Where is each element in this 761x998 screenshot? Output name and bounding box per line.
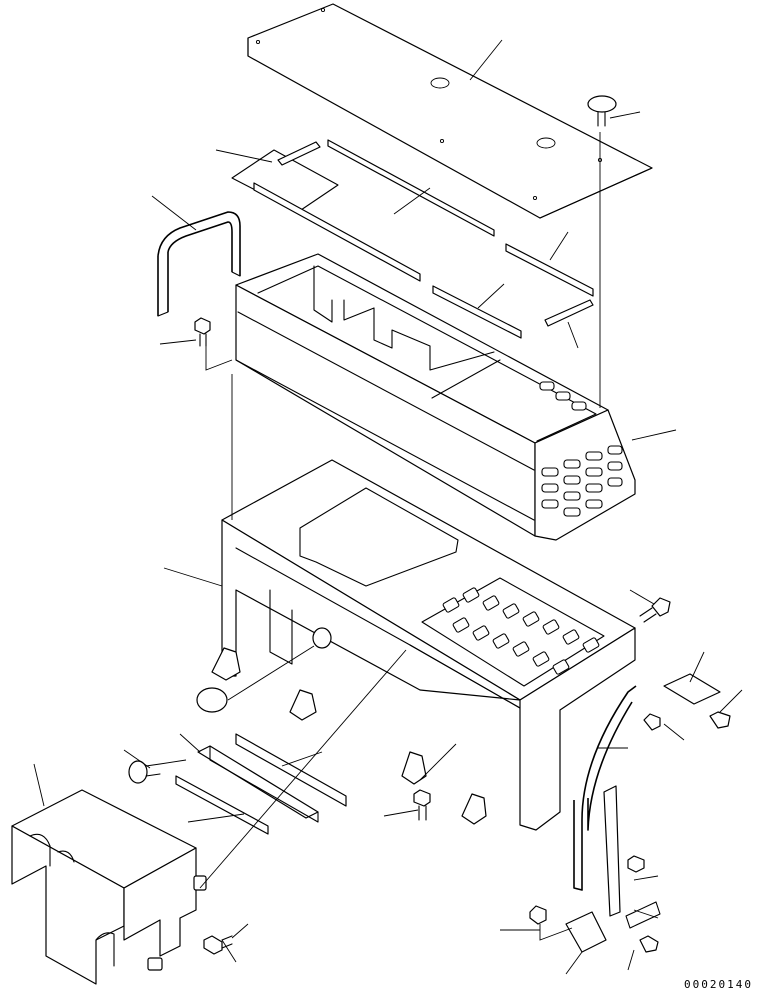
plug-caps	[197, 628, 331, 712]
right-side-stay	[566, 674, 720, 952]
main-frame	[212, 460, 635, 830]
bolt-lower-left	[204, 936, 232, 954]
lower-left-cover	[12, 790, 206, 984]
grille	[422, 578, 604, 686]
bolt-right-mid	[644, 712, 730, 730]
leader-lines	[34, 40, 742, 974]
bolt-lower-center	[414, 790, 430, 820]
handle	[158, 212, 240, 316]
top-cover-panel	[248, 4, 652, 218]
drawing-number: 00020140	[684, 978, 753, 991]
knob-bolt-left	[129, 761, 160, 783]
bolt-upper-left	[195, 318, 210, 346]
knob-bolt-top	[588, 96, 616, 126]
seal-strips	[254, 140, 593, 338]
bracket-plates	[176, 734, 346, 834]
upper-box-housing	[236, 254, 635, 540]
bolt-right-lower	[530, 856, 658, 952]
bolt-right-upper	[640, 598, 670, 622]
assembly-lines	[160, 132, 600, 940]
